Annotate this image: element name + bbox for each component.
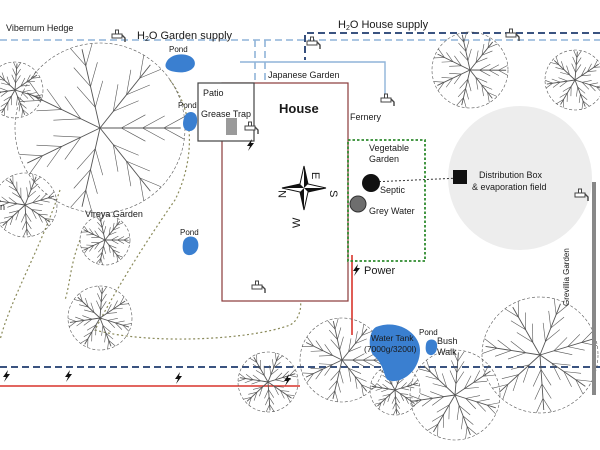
bush-walk-label-line1: Bush <box>437 336 458 346</box>
bush-walk-label-line2: Walk <box>437 347 457 357</box>
water-tank-label-line2: (7000g/3200l) <box>364 344 417 354</box>
left-edge-label-fragment: n <box>0 202 5 212</box>
grevillia-garden-label: Grevillia Garden <box>562 248 571 306</box>
pond-mid-label: Pond <box>180 228 199 237</box>
tree-icon <box>299 317 385 403</box>
pond-right-label: Pond <box>419 328 438 337</box>
pond-top-label: Pond <box>169 45 188 54</box>
septic-drain-line <box>370 177 461 183</box>
vegetable-garden-label-line1: Vegetable <box>369 143 409 153</box>
compass-n: N <box>277 190 289 198</box>
tree-icon <box>14 42 186 214</box>
power-bolt-label-icon <box>353 264 360 276</box>
tree-icon <box>67 285 133 351</box>
tree-icon <box>409 349 501 441</box>
h2o-garden-supply-label: H2O Garden supply <box>137 30 233 43</box>
distribution-box <box>453 170 467 184</box>
septic-label: Septic <box>380 185 406 195</box>
pond-right <box>425 339 438 356</box>
pond-mid <box>182 236 199 256</box>
pond-left-label: Pond <box>178 101 197 110</box>
compass-rose-icon: N E S W <box>277 165 339 228</box>
grease-trap-box <box>226 118 237 135</box>
tap-house-supply-icon <box>306 36 321 50</box>
vibernum-hedge-label: Vibernum Hedge <box>6 23 73 33</box>
power-label: Power <box>364 265 396 277</box>
compass-e: E <box>309 172 321 179</box>
house-supply-main <box>304 32 600 60</box>
septic-tank <box>362 174 380 192</box>
pond-left <box>183 112 198 132</box>
fernery-label: Fernery <box>350 112 382 122</box>
tree-icon <box>0 172 58 238</box>
compass-s: S <box>327 190 339 197</box>
tree-icon <box>0 61 44 119</box>
tap-fernery-icon <box>380 93 395 107</box>
evaporation-field <box>448 106 592 250</box>
vegetable-garden-label-line2: Garden <box>369 154 399 164</box>
fernery-pipe <box>240 61 386 100</box>
h2o-house-supply-label: H2O House supply <box>338 19 429 32</box>
water-tank <box>369 324 420 382</box>
power-line <box>0 255 353 387</box>
garden-path <box>0 79 302 341</box>
house-label: House <box>279 101 319 116</box>
tree-icon <box>431 31 509 109</box>
power-bolt-3-icon <box>175 372 182 384</box>
grease-trap-label: Grease Trap <box>201 109 251 119</box>
grey-water-label: Grey Water <box>369 206 415 216</box>
labels: Vibernum Hedge H2O Garden supply H2O Hou… <box>0 19 571 357</box>
distribution-box-label-line2: & evaporation field <box>472 182 547 192</box>
tree-icon <box>79 214 131 266</box>
power-bolt-1-icon <box>3 370 10 382</box>
patio-label: Patio <box>203 88 224 98</box>
pond-top <box>165 54 195 73</box>
water-tank-label-line1: Water Tank <box>371 333 414 343</box>
distribution-box-label-line1: Distribution Box <box>479 170 543 180</box>
grey-water-tank <box>349 195 367 213</box>
tree-icon <box>544 49 600 111</box>
japanese-garden-label: Japanese Garden <box>268 70 340 80</box>
house-supply-pipes <box>0 32 600 368</box>
power-bolt-2-icon <box>65 370 72 382</box>
vegetable-garden-border <box>347 139 426 262</box>
trees-layer <box>0 31 600 441</box>
tree-icon <box>237 351 299 413</box>
tree-icon <box>481 296 599 414</box>
vireya-garden-label: Vireya Garden <box>85 209 143 219</box>
compass-w: W <box>291 217 303 228</box>
